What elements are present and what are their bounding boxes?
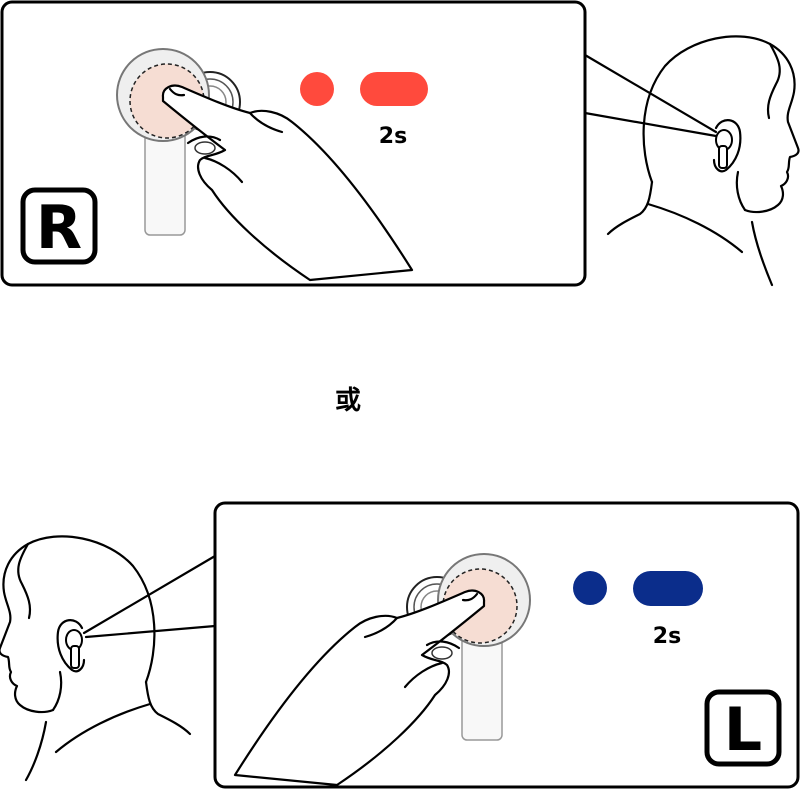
earbud-in-ear-icon (65, 629, 83, 669)
right-side-badge: R (20, 187, 98, 265)
head-profile-icon (606, 35, 800, 287)
left-side-badge: L (704, 689, 782, 767)
long-press-pill-icon (360, 72, 428, 106)
right-hold-duration: 2s (379, 124, 407, 149)
left-hold-duration: 2s (653, 624, 681, 649)
pointing-hand-icon (233, 589, 486, 787)
head-profile-icon (0, 535, 192, 782)
or-separator: 或 (335, 386, 361, 416)
earbud-in-ear-icon (715, 129, 733, 169)
short-press-dot-icon (300, 72, 334, 106)
long-press-pill-icon (633, 571, 703, 606)
left-callout-line-lower (84, 624, 217, 639)
right-side-label: R (36, 193, 82, 263)
short-press-dot-icon (573, 571, 607, 605)
right-callout-line-lower (583, 111, 718, 138)
pointing-hand-icon (161, 84, 414, 282)
left-side-label: L (724, 695, 762, 765)
earbud-stem (144, 127, 186, 236)
earbud-stem (461, 632, 503, 741)
